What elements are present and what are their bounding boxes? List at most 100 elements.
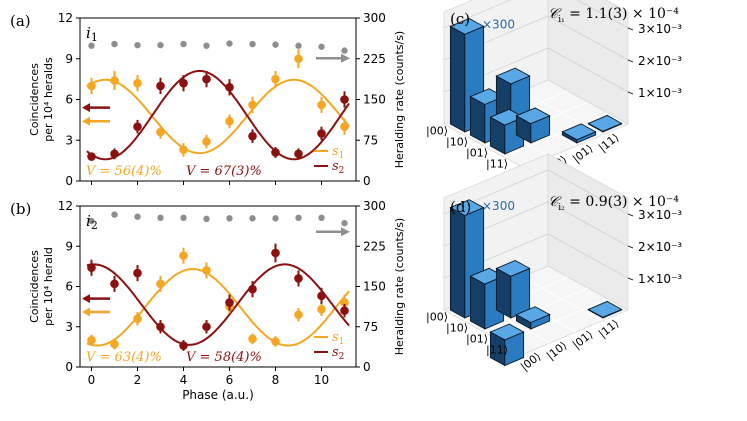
scale-note: ×300 — [482, 18, 515, 32]
data-point-s1 — [179, 145, 188, 155]
z-tick — [627, 245, 634, 249]
bar-side — [449, 25, 466, 133]
panel-letter: (d) — [450, 198, 471, 216]
herald-point — [111, 40, 118, 48]
herald-point — [157, 214, 164, 222]
data-point-s1 — [87, 81, 96, 91]
data-point-s1 — [133, 314, 142, 324]
data-point-s2 — [340, 95, 349, 104]
z-tick-label: 2×10⁻³ — [638, 240, 682, 254]
herald-point — [341, 219, 348, 227]
row-label: |11⟩ — [486, 158, 508, 171]
data-point-s2 — [248, 131, 257, 141]
y-axis-label: Coincidences — [28, 63, 41, 136]
y-right-axis-label: Heralding rate (counts/s) — [393, 218, 406, 355]
visibility-s2: V = 67(3)% — [186, 164, 262, 179]
data-point-s1 — [179, 251, 188, 260]
herald-point — [318, 43, 325, 50]
data-point-s2 — [271, 248, 280, 258]
panel-letter: (c) — [450, 10, 470, 28]
y-right-tick-label: 75 — [363, 320, 378, 334]
data-point-s1 — [202, 266, 211, 275]
x-tick-label: 2 — [134, 373, 142, 387]
x-tick-label: 8 — [272, 373, 280, 387]
wall-grid — [443, 169, 629, 215]
x-tick-label: 6 — [226, 373, 234, 387]
data-point-s2 — [87, 263, 96, 273]
z-tick-label: 3×10⁻³ — [638, 22, 682, 36]
left-axis-arrowhead-s1 — [82, 116, 90, 126]
row-label: |11⟩ — [486, 344, 508, 357]
bar-top — [495, 67, 531, 85]
herald-point — [226, 215, 233, 222]
herald-point — [157, 41, 164, 49]
row-label: |01⟩ — [466, 333, 488, 346]
y-tick-label: 3 — [65, 320, 73, 334]
row-label: |00⟩ — [426, 125, 448, 138]
data-point-s2 — [156, 81, 165, 91]
herald-point — [180, 40, 187, 48]
x-tick-label: 4 — [180, 373, 188, 387]
right-axis-arrowhead — [341, 227, 350, 237]
data-point-s1 — [317, 305, 326, 314]
y-right-tick-label: 150 — [363, 93, 386, 107]
fit-curve-s1 — [86, 268, 350, 347]
bar-top — [515, 107, 551, 125]
z-tick-label: 1×10⁻³ — [638, 272, 682, 286]
y-right-tick-label: 225 — [363, 239, 386, 253]
bar-top — [587, 300, 623, 318]
bar-top — [515, 306, 551, 323]
data-point-s2 — [317, 291, 326, 301]
herald-point — [318, 214, 325, 222]
data-point-s1 — [225, 116, 234, 126]
right-axis-arrowhead — [341, 53, 350, 63]
data-point-s2 — [248, 284, 257, 294]
data-point-s1 — [294, 54, 303, 64]
data-point-s1 — [271, 337, 280, 346]
y-tick-label: 9 — [65, 52, 73, 66]
panel-d: 1×10⁻³2×10⁻³3×10⁻³|00⟩|10⟩|01⟩|11⟩|00⟩|1… — [426, 153, 682, 374]
left-axis-arrowhead-s1 — [82, 307, 90, 317]
data-point-s1 — [156, 127, 165, 137]
herald-point — [341, 47, 348, 54]
plot-frame — [79, 17, 357, 182]
herald-point — [180, 214, 187, 222]
y-right-tick-label: 150 — [363, 280, 386, 294]
herald-point — [272, 215, 279, 222]
data-point-s1 — [340, 122, 349, 131]
data-point-s2 — [156, 322, 165, 332]
fit-curve-s2 — [86, 263, 350, 346]
idler-label: i2 — [86, 212, 98, 232]
y-axis-label-2: per 10⁴ herald — [42, 247, 55, 326]
z-tick-label: 3×10⁻³ — [638, 208, 682, 222]
row-label: |10⟩ — [446, 136, 468, 149]
left-axis-arrowhead-s2 — [82, 103, 90, 113]
legend-label-s2: s2 — [332, 159, 344, 176]
z-tick-label: 1×10⁻³ — [638, 86, 682, 100]
bar-top — [495, 260, 531, 277]
z-tick — [627, 59, 634, 63]
legend-label-s1: s1 — [332, 330, 344, 347]
z-tick-label: 2×10⁻³ — [638, 54, 682, 68]
data-point-s2 — [87, 152, 96, 161]
bar-side — [449, 206, 466, 319]
data-point-s2 — [294, 149, 303, 159]
data-point-s2 — [225, 82, 234, 92]
data-point-s1 — [294, 310, 303, 319]
bar-top — [449, 199, 485, 216]
row-label: |00⟩ — [426, 311, 448, 324]
z-tick — [627, 91, 634, 95]
data-point-s1 — [248, 334, 257, 344]
y-tick-label: 0 — [65, 360, 73, 374]
row-label: |01⟩ — [466, 147, 488, 160]
data-point-s2 — [202, 322, 211, 332]
data-point-s2 — [225, 298, 234, 307]
fit-curve-s1 — [86, 78, 350, 155]
z-tick — [627, 277, 634, 281]
idler-label: i1 — [86, 24, 98, 44]
herald-point — [134, 41, 141, 49]
left-axis-arrowhead-s2 — [82, 294, 90, 304]
data-point-s2 — [294, 274, 303, 283]
herald-point — [111, 211, 118, 218]
z-tick — [627, 213, 634, 217]
